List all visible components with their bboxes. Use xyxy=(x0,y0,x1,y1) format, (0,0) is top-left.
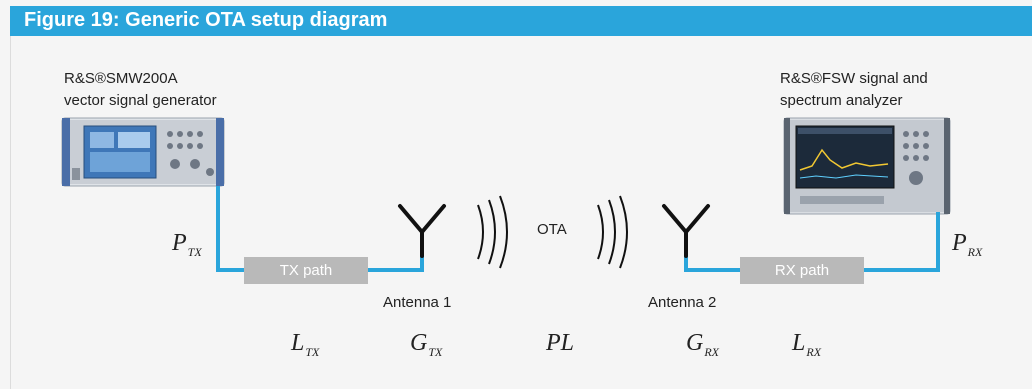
spectrum-analyzer-device xyxy=(783,117,951,215)
rx-path-box: RX path xyxy=(740,257,864,284)
symbol-g-rx: GRX xyxy=(686,330,720,359)
symbol-p-rx: PRX xyxy=(952,230,983,259)
radio-waves-left-icon xyxy=(477,195,508,269)
analyzer-name-line2: spectrum analyzer xyxy=(780,92,903,109)
antenna-1-icon xyxy=(398,204,446,258)
cables xyxy=(216,186,940,272)
generator-label: R&S®SMW200A vector signal generator xyxy=(64,68,217,112)
rx-cable-analyzer xyxy=(864,212,940,272)
antenna-2-label: Antenna 2 xyxy=(648,294,717,311)
tx-cable-generator xyxy=(216,186,244,272)
generator-name-line2: vector signal generator xyxy=(64,92,217,109)
tx-cable-antenna xyxy=(368,256,424,272)
generator-name-line1: R&S®SMW200A xyxy=(64,70,178,87)
symbol-l-rx: LRX xyxy=(792,330,822,359)
analyzer-label: R&S®FSW signal and spectrum analyzer xyxy=(780,68,928,112)
symbol-pl: PL xyxy=(546,330,575,356)
symbol-g-tx: GTX xyxy=(410,330,443,359)
figure-title: Figure 19: Generic OTA setup diagram xyxy=(24,9,388,31)
title-bar: Figure 19: Generic OTA setup diagram xyxy=(10,6,1032,36)
ota-label: OTA xyxy=(537,221,567,238)
symbol-p-tx: PTX xyxy=(172,230,202,259)
antenna-1-label: Antenna 1 xyxy=(383,294,452,311)
tx-path-box: TX path xyxy=(244,257,368,284)
symbol-l-tx: LTX xyxy=(291,330,320,359)
antenna-2-icon xyxy=(662,204,710,258)
radio-waves-right-icon xyxy=(597,195,628,269)
rx-cable-antenna xyxy=(684,256,740,272)
analyzer-name-line1: R&S®FSW signal and xyxy=(780,70,928,87)
signal-generator-device xyxy=(61,117,225,187)
